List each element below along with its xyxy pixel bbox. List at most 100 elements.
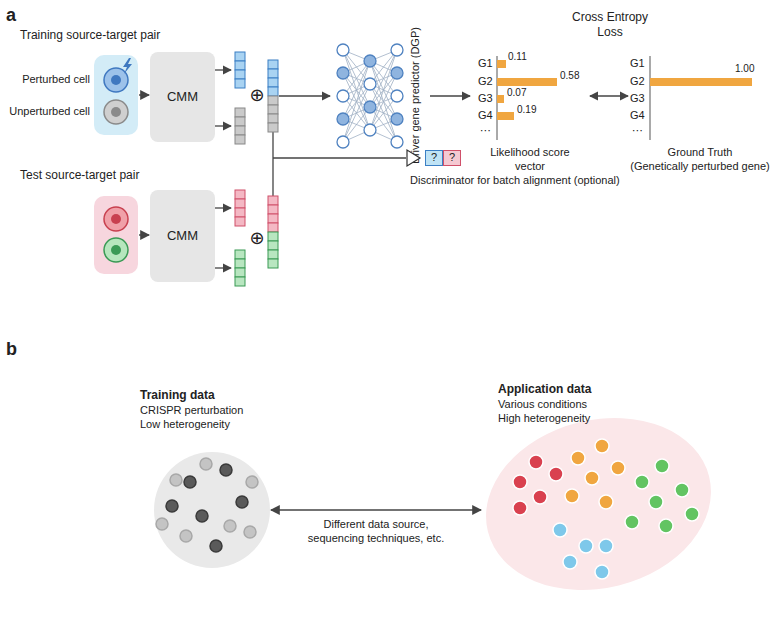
cell-symbol (104, 68, 128, 92)
score-bar (497, 78, 557, 86)
connector-label: Different data source, sequencing techni… (301, 518, 451, 546)
cell-dot (611, 461, 625, 475)
cell-dot (156, 518, 168, 530)
panel-letter: b (6, 338, 17, 361)
embedding-vector (268, 69, 278, 78)
embedding-vector (268, 123, 278, 132)
cell-dot (156, 439, 699, 579)
network-neuron (364, 78, 376, 90)
cell-symbol (111, 214, 121, 224)
network-neuron (391, 136, 403, 148)
flow-arrow (273, 157, 406, 158)
chart-axis (650, 56, 651, 140)
embedding-vector (235, 117, 245, 126)
cell-dot (675, 483, 689, 497)
embedding-vector (268, 250, 278, 259)
ellipsis: ⋯ (480, 124, 491, 138)
net-outline (333, 40, 408, 152)
network-neuron (391, 44, 403, 56)
flow-arrow (215, 70, 628, 268)
concat-symbol: ⊕ (245, 84, 269, 107)
discriminator: ??Discriminator for batch alignment (opt… (405, 148, 635, 192)
gene-label: G2 (630, 75, 645, 89)
cell-dot (180, 530, 192, 542)
cell-dot (595, 439, 609, 453)
score-value: 1.00 (735, 63, 754, 76)
cell-dot (565, 489, 579, 503)
encoder-box: CMM (150, 52, 215, 142)
embedding-vector (268, 214, 278, 223)
data-heading: Training data (140, 388, 215, 403)
ellipsis: ⋯ (632, 124, 643, 138)
flow-arrow (215, 69, 231, 70)
score-bar (497, 60, 752, 120)
embedding-vector (235, 108, 245, 117)
cell-dot (220, 464, 232, 476)
pair-heading: Training source-target pair (20, 28, 160, 43)
network-neuron (391, 90, 403, 102)
domain-cell: ? (443, 150, 461, 166)
cell-dot (685, 507, 699, 521)
embedding-vector (235, 52, 278, 286)
embedding-vector (235, 79, 245, 88)
flow-arrow (215, 125, 231, 126)
predictor-name: Driver gene predictor (DGP) (409, 18, 423, 174)
cell-symbol (111, 107, 121, 117)
embedding-vector (268, 205, 278, 214)
cell-symbol (111, 75, 121, 85)
gene-label: G1 (630, 57, 645, 71)
encoder-name: CMM (150, 52, 215, 142)
score-bar (497, 112, 514, 120)
score-value: 0.58 (560, 70, 579, 83)
cell-dot (563, 555, 577, 569)
chart-caption: (Genetically perturbed gene) (620, 160, 772, 174)
embedding-vector (268, 232, 278, 241)
score-value: 0.11 (508, 51, 527, 64)
flow-arrow (279, 95, 330, 96)
cell-dot (513, 501, 527, 515)
flow-arrow (590, 95, 628, 96)
network-neuron (337, 113, 349, 125)
gene-label: G3 (630, 92, 645, 106)
cell-dot (635, 475, 649, 489)
concat-symbol: ⊕ (245, 227, 269, 250)
embedding-vector (268, 60, 278, 69)
domain-cell: ? (425, 150, 443, 166)
discriminator-symbol (407, 150, 420, 166)
score-bar (497, 95, 504, 103)
embedding-vector (235, 250, 245, 259)
network-neuron (364, 101, 376, 113)
cell-dot (649, 495, 663, 509)
chart-axis (497, 56, 650, 140)
cell-dot (599, 539, 613, 553)
loss-label: Cross Entropy Loss (565, 10, 655, 40)
embedding-vector (235, 208, 245, 217)
embedding-vector (268, 105, 278, 114)
cell-symbol (111, 245, 121, 255)
cell-symbol (104, 207, 128, 231)
embedding-vector (235, 126, 245, 135)
pair-heading: Test source-target pair (20, 168, 139, 183)
cell-dot (184, 476, 196, 488)
network-neuron (364, 124, 376, 136)
cell-symbol (104, 238, 128, 262)
cell-label: Unperturbed cell (0, 105, 90, 119)
flow-arrow (215, 267, 231, 268)
score-value: 0.19 (517, 104, 536, 117)
discriminator-symbol (407, 150, 420, 166)
cell-dot (166, 500, 178, 512)
embedding-vector (235, 268, 245, 277)
data-description: Various conditions High heterogeneity (498, 398, 608, 426)
predictor-network: Driver gene predictor (DGP) (333, 40, 408, 152)
embedding-vector (235, 61, 245, 70)
network-neuron (364, 55, 376, 67)
cell-dot (210, 540, 222, 552)
embedding-vector (268, 241, 278, 250)
embedding-vector (235, 70, 245, 79)
gene-label: G4 (630, 109, 645, 123)
gene-label: G4 (478, 109, 493, 123)
score-value: 0.07 (507, 87, 526, 100)
gene-label: G3 (478, 92, 493, 106)
cell-dot (170, 474, 182, 486)
cell-dot (246, 476, 258, 488)
